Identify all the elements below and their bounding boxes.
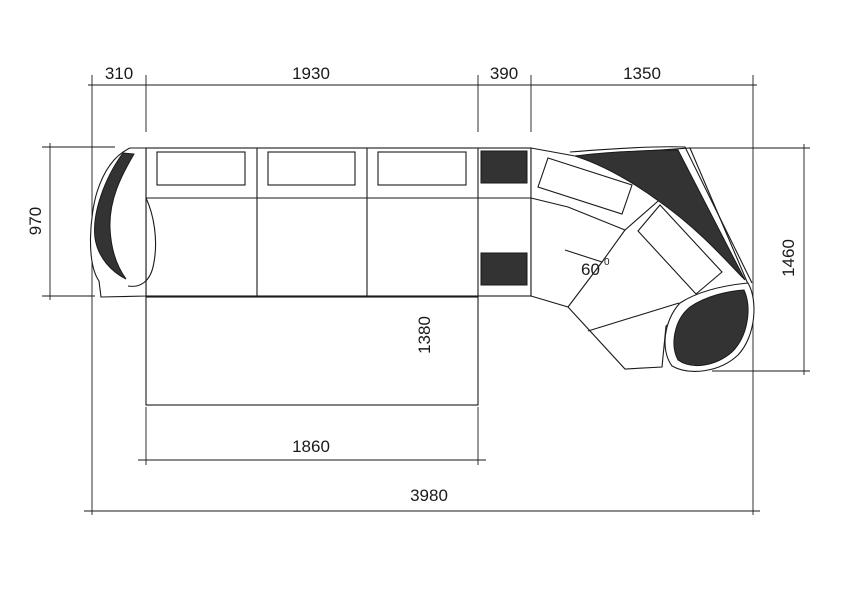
dim-overall-3980: 3980 [410,486,448,505]
angle-label: 60 [581,260,600,279]
back-cushion-2 [267,151,356,186]
right-armrest-dark-pad [673,289,749,367]
dim-inner-1380: 1380 [415,316,434,354]
dim-top-310: 310 [105,64,133,83]
dim-bottom-1860: 1860 [292,437,330,456]
dim-right-1460: 1460 [779,239,798,277]
console-block-top [480,150,528,184]
sofa-outline [89,146,755,406]
corner-back-cushion-1 [537,157,633,215]
chaise-section [145,296,479,406]
dim-top-1350: 1350 [623,64,661,83]
left-armrest-dark-pad [94,152,135,280]
back-cushion-1 [156,151,246,186]
dim-top-390: 390 [490,64,518,83]
dim-left-970: 970 [26,207,45,235]
dim-top-1930: 1930 [292,64,330,83]
back-cushion-3 [377,151,467,186]
dimension-labels: 310 1930 390 1350 970 1460 1380 1860 398… [26,64,798,505]
angle-degree-mark: 0 [604,257,610,268]
console-block-bottom [480,252,528,286]
right-backrest-dark [574,149,746,281]
corner-back-cushion-2 [637,204,723,295]
